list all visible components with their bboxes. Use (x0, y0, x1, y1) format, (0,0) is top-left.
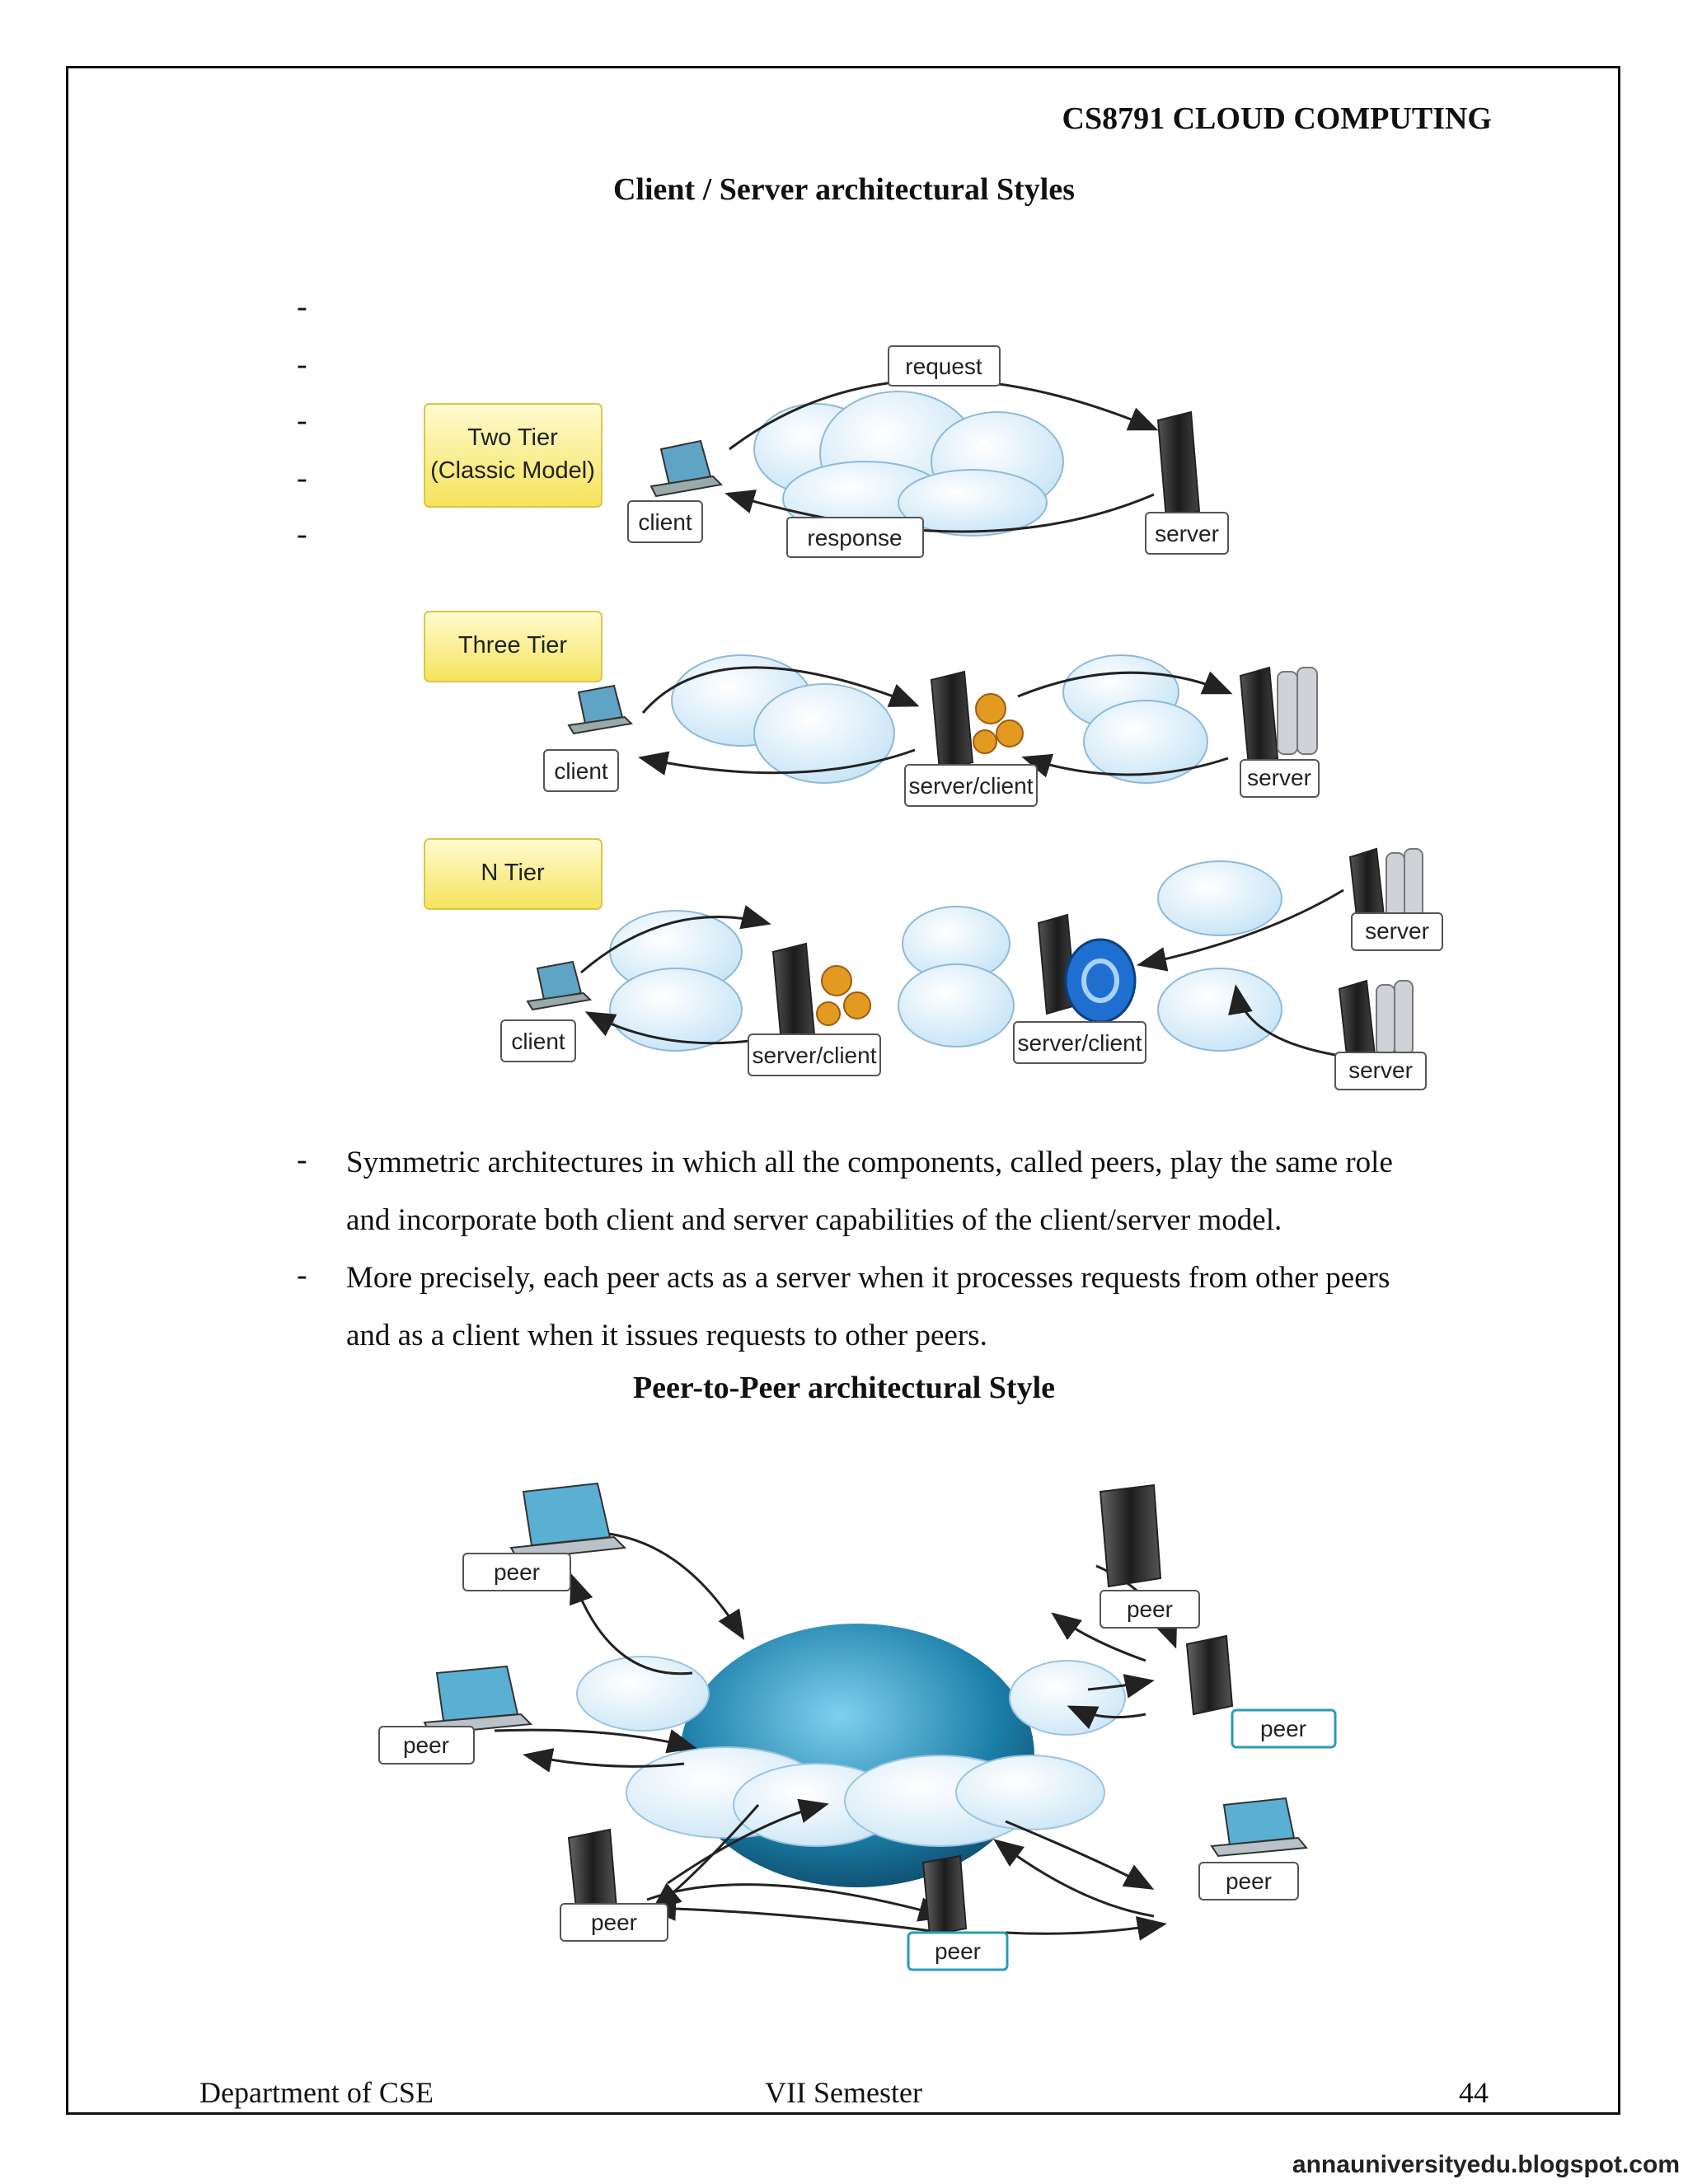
client-label: client (554, 758, 608, 784)
server-label: server (1155, 521, 1219, 546)
section-heading-client-server: Client / Server architectural Styles (0, 171, 1688, 208)
laptop-icon (511, 1483, 625, 1559)
peer-label: peer (1226, 1868, 1272, 1894)
server-icon (1339, 981, 1375, 1063)
watermark: annauniversityedu.blogspot.com (1292, 2151, 1680, 2179)
server-icon (773, 944, 814, 1043)
client-label: client (511, 1029, 565, 1054)
two-tier-label-1: Two Tier (467, 424, 558, 451)
laptop-icon (1212, 1798, 1306, 1856)
bullet-line: More precisely, each peer acts as a serv… (346, 1249, 1492, 1307)
server-label: server (1247, 765, 1311, 790)
laptop-icon (424, 1666, 531, 1734)
request-label: request (905, 354, 982, 379)
gear-icon (817, 966, 870, 1025)
database-icon (1386, 849, 1423, 923)
dash-marker: - (297, 402, 307, 438)
peer-label: peer (591, 1910, 637, 1935)
laptop-icon (651, 441, 721, 496)
laptop-icon (528, 962, 590, 1010)
globe-node-icon (1066, 940, 1135, 1022)
footer-department: Department of CSE (199, 2075, 434, 2110)
client-server-figure: Two Tier (Classic Model) request respons… (404, 330, 1467, 1121)
two-tier-label-2: (Classic Model) (430, 457, 595, 484)
server-icon (1158, 412, 1199, 519)
server-client-label: server/client (1018, 1030, 1142, 1056)
laptop-icon (569, 686, 631, 733)
server-client-label: server/client (909, 773, 1034, 799)
peer-label: peer (1127, 1596, 1173, 1622)
footer-page-number: 44 (1459, 2075, 1489, 2110)
dash-marker: - (297, 346, 307, 382)
bullet-line: Symmetric architectures in which all the… (346, 1134, 1492, 1192)
bullet-paragraph: Symmetric architectures in which all the… (346, 1134, 1492, 1249)
server-client-label: server/client (753, 1043, 877, 1068)
section-heading-peer-to-peer: Peer-to-Peer architectural Style (0, 1370, 1688, 1406)
peer-label: peer (494, 1559, 540, 1585)
two-tier-diagram: Two Tier (Classic Model) request respons… (424, 346, 1228, 557)
n-tier-diagram: N Tier client server/client (424, 839, 1442, 1090)
bullet-paragraph: More precisely, each peer acts as a serv… (346, 1249, 1492, 1365)
bullet-marker: - (297, 1141, 307, 1178)
server-icon (1100, 1485, 1160, 1586)
bullet-line: and as a client when it issues requests … (346, 1307, 1492, 1365)
peer-label: peer (403, 1732, 449, 1758)
course-title: CS8791 CLOUD COMPUTING (824, 101, 1492, 137)
peer-to-peer-figure: peer peer peer peer peer peer peer (363, 1475, 1352, 1986)
bullet-line: and incorporate both client and server c… (346, 1192, 1492, 1249)
three-tier-label: Three Tier (458, 632, 567, 658)
dash-marker: - (297, 288, 307, 325)
server-label: server (1365, 918, 1429, 944)
peer-label: peer (1260, 1716, 1306, 1741)
bullet-marker: - (297, 1257, 307, 1293)
peer-label: peer (935, 1938, 981, 1964)
server-icon (1187, 1636, 1232, 1714)
response-label: response (807, 525, 902, 551)
footer-semester: VII Semester (765, 2075, 922, 2110)
two-tier-box (424, 404, 602, 507)
server-icon (923, 1856, 966, 1935)
database-icon (1376, 981, 1413, 1055)
client-label: client (638, 509, 692, 535)
three-tier-diagram: Three Tier client server/client (424, 612, 1319, 806)
server-icon (931, 672, 973, 771)
dash-marker: - (297, 516, 307, 552)
server-label: server (1348, 1057, 1413, 1083)
database-icon (1278, 668, 1317, 754)
n-tier-label: N Tier (481, 860, 545, 886)
dash-marker: - (297, 460, 307, 496)
gear-icon (973, 694, 1023, 753)
server-icon (1240, 668, 1278, 766)
